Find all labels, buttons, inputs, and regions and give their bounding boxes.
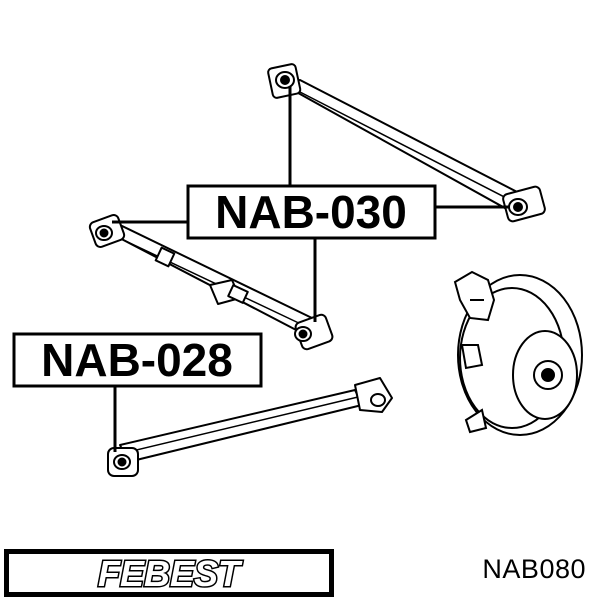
callout-upper: NAB-030 [186, 184, 437, 240]
logo-text: FEBEST [98, 553, 243, 594]
callout-lower-label: NAB-028 [41, 334, 233, 386]
febest-logo: FEBEST [4, 549, 334, 597]
lower-link [107, 377, 393, 477]
hub-disc-assembly [453, 270, 583, 436]
lateral-link [88, 214, 334, 351]
callout-upper-label: NAB-030 [215, 186, 407, 238]
part-number: NAB080 [482, 554, 586, 584]
callout-lower: NAB-028 [12, 332, 263, 388]
leader-lines [112, 86, 510, 452]
upper-rear-arm [267, 63, 546, 223]
